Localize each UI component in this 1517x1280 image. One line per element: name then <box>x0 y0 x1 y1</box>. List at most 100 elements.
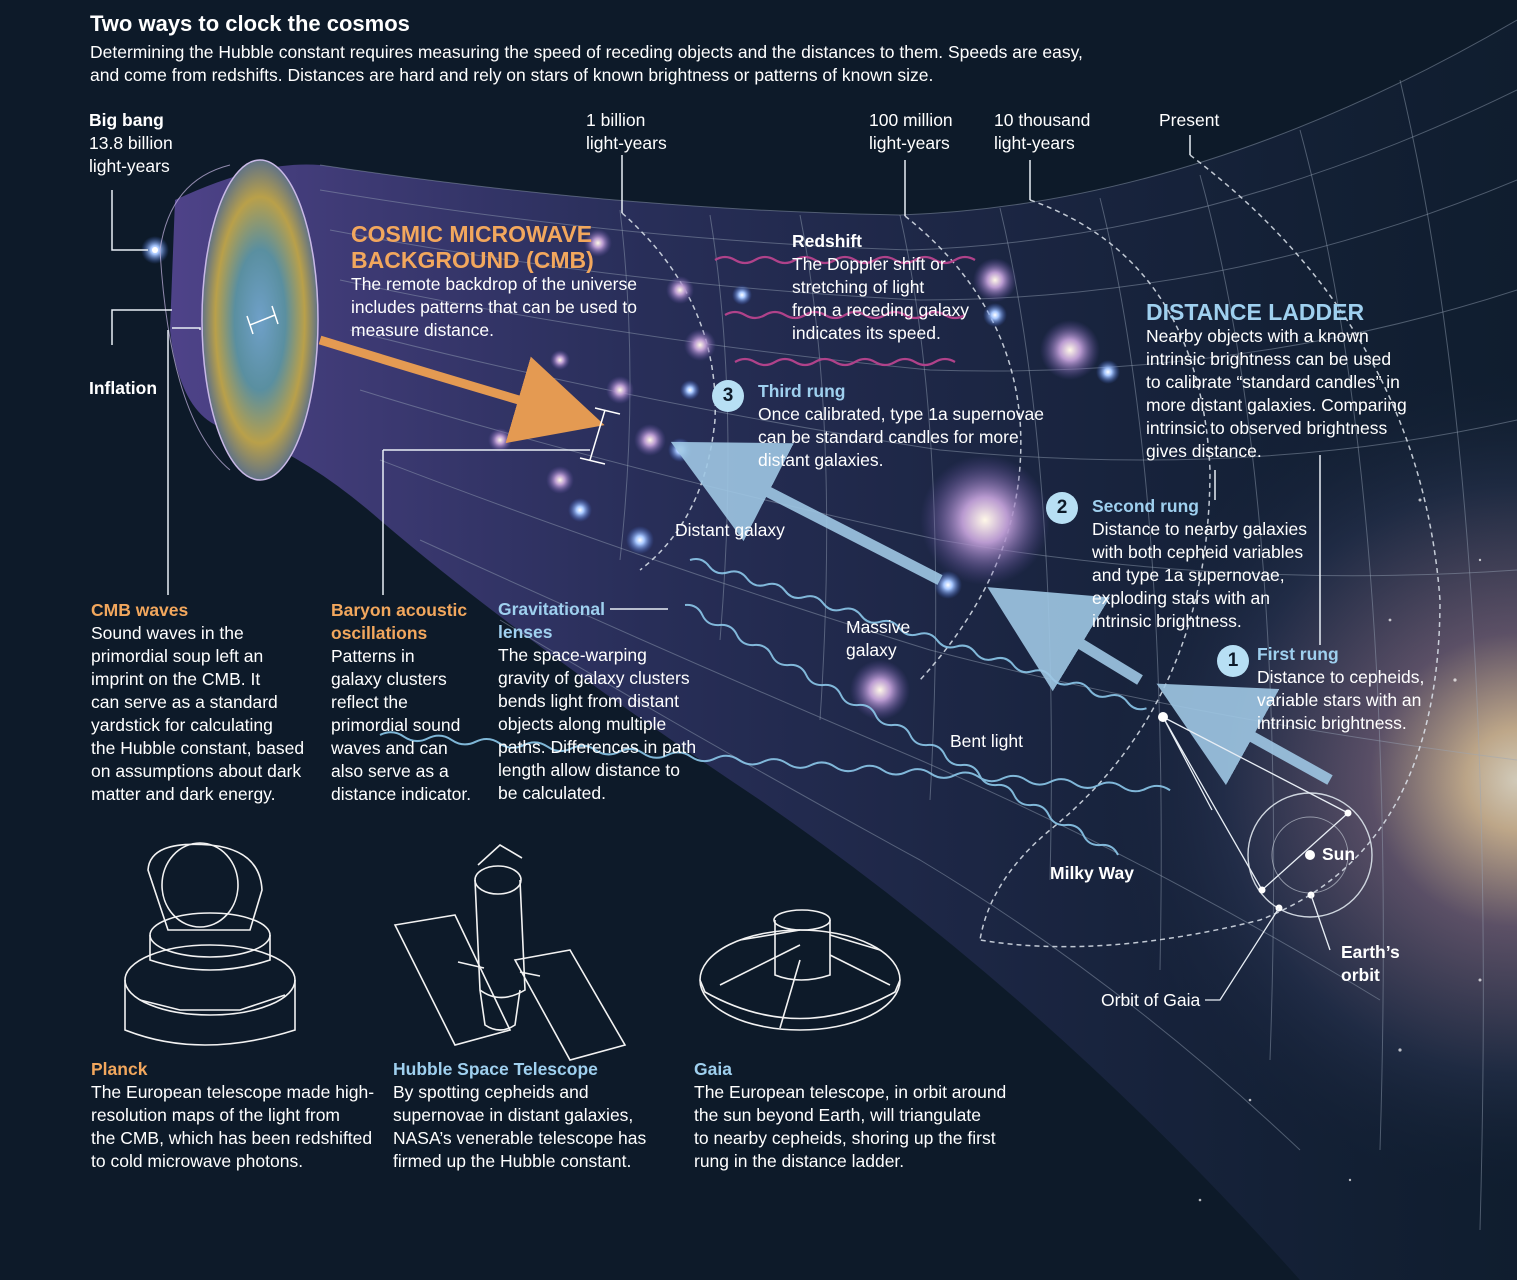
massive-galaxy-label: Massive galaxy <box>846 616 910 662</box>
redshift-section: Redshift The Doppler shift or stretching… <box>792 230 992 345</box>
rung-1-section: First rung Distance to cepheids, variabl… <box>1257 643 1457 735</box>
gaia-line: the sun beyond Earth, will triangulate <box>694 1105 981 1125</box>
milky-way-label: Milky Way <box>1050 863 1134 883</box>
lenses-line: bends light from distant <box>498 691 679 711</box>
rung-3-badge: 3 <box>712 380 744 412</box>
rung-1-title: First rung <box>1257 644 1339 664</box>
hubble-line: NASA’s venerable telescope has <box>393 1128 647 1148</box>
bao-title: oscillations <box>331 623 428 643</box>
rung-3-line: can be standard candles for more <box>758 427 1019 447</box>
rung-2-line: and type 1a supernovae, <box>1092 565 1285 585</box>
distant-galaxy-label: Distant galaxy <box>675 520 785 540</box>
gaia-orbit-label: Orbit of Gaia <box>1101 990 1201 1010</box>
distance-ladder-section: DISTANCE LADDER Nearby objects with a kn… <box>1146 299 1446 463</box>
cmb-waves-line: Sound waves in the <box>91 623 244 643</box>
hubble-line: supernovae in distant galaxies, <box>393 1105 634 1125</box>
redshift-desc-line: indicates its speed. <box>792 323 941 343</box>
rung-1-line: intrinsic brightness. <box>1257 713 1407 733</box>
hubble-line: By spotting cepheids and <box>393 1082 589 1102</box>
bao-line: galaxy clusters <box>331 669 447 689</box>
ladder-arrows <box>670 441 1333 786</box>
hubble-drawing <box>393 844 627 1061</box>
cmb-waves-line: primordial soup left an <box>91 646 264 666</box>
cmb-desc-line: The remote backdrop of the universe <box>351 274 637 294</box>
solar-system <box>1158 712 1373 1001</box>
cmb-desc-line: includes patterns that can be used to <box>351 297 638 317</box>
cmb-arrow <box>318 335 605 444</box>
planck-line: to cold microwave photons. <box>91 1151 304 1171</box>
bigbang-label: Big bang 13.8 billion light-years <box>89 109 173 178</box>
planck-line: resolution maps of the light from <box>91 1105 341 1125</box>
gaia-drawing <box>699 909 901 1031</box>
galaxy-field <box>141 229 1120 720</box>
rung-2-line: Distance to nearby galaxies <box>1092 519 1307 539</box>
lenses-line: paths. Differences in path <box>498 737 697 757</box>
earth-orbit-line: Earth’s <box>1341 942 1400 962</box>
rung-2-line: with both cepheid variables <box>1092 542 1304 562</box>
massive-galaxy-line: galaxy <box>846 640 897 660</box>
gaia-line: to nearby cepheids, shoring up the first <box>694 1128 996 1148</box>
rung-3-section: Third rung Once calibrated, type 1a supe… <box>758 380 1048 472</box>
cmb-title: COSMIC MICROWAVE <box>351 221 593 247</box>
hundred-million-label: 100 million light-years <box>869 109 953 155</box>
distance-ladder-line: intrinsic to observed brightness <box>1146 418 1388 438</box>
lenses-line: be calculated. <box>498 783 606 803</box>
earth-orbit-line: orbit <box>1341 965 1380 985</box>
gaia-line: rung in the distance ladder. <box>694 1151 905 1171</box>
rung-3-title: Third rung <box>758 381 846 401</box>
bigbang-line: light-years <box>89 156 170 176</box>
lenses-line: objects along multiple <box>498 714 667 734</box>
bao-line: Patterns in <box>331 646 415 666</box>
redshift-waves <box>714 255 976 367</box>
hundred-million-line: 100 million <box>869 110 953 130</box>
distance-ladder-line: more distant galaxies. Comparing <box>1146 395 1407 415</box>
hundred-million-line: light-years <box>869 133 950 153</box>
distance-ladder-line: gives distance. <box>1146 441 1262 461</box>
cmb-waves-section: CMB waves Sound waves in the primordial … <box>91 599 321 806</box>
cmb-desc-line: measure distance. <box>351 320 494 340</box>
rung-2-badge: 2 <box>1046 492 1078 524</box>
rung-1-line: variable stars with an <box>1257 690 1422 710</box>
redshift-desc-line: from a receding galaxy <box>792 300 970 320</box>
cmb-disc <box>159 159 319 481</box>
cmb-waves-line: yardstick for calculating <box>91 715 273 735</box>
rung-3-line: Once calibrated, type 1a supernovae <box>758 404 1045 424</box>
bao-line: distance indicator. <box>331 784 472 804</box>
cmb-waves-line: imprint on the CMB. It <box>91 669 261 689</box>
billion-label: 1 billion light-years <box>586 109 667 155</box>
star-dots <box>1198 498 1482 1202</box>
planck-title: Planck <box>91 1059 148 1079</box>
bao-line: also serve as a <box>331 761 449 781</box>
planck-drawing <box>124 842 296 1046</box>
page-title: Two ways to clock the cosmos <box>90 11 410 36</box>
distance-ladder-line: to calibrate “standard candles” in <box>1146 372 1400 392</box>
subtitle-line: and come from redshifts. Distances are h… <box>90 65 934 85</box>
cmb-waves-title: CMB waves <box>91 600 189 620</box>
rung-2-section: Second rung Distance to nearby galaxies … <box>1092 495 1332 633</box>
distance-ladder-title: DISTANCE LADDER <box>1146 299 1365 325</box>
cmb-waves-line: the Hubble constant, based <box>91 738 305 758</box>
gaia-title: Gaia <box>694 1059 732 1079</box>
bao-title: Baryon acoustic <box>331 600 468 620</box>
lenses-section: Gravitational lenses The space-warping g… <box>498 598 718 805</box>
earth-orbit-label: Earth’s orbit <box>1341 941 1400 987</box>
distance-ladder-line: intrinsic brightness can be used <box>1146 349 1392 369</box>
rung-1-line: Distance to cepheids, <box>1257 667 1425 687</box>
cmb-title: BACKGROUND (CMB) <box>351 247 594 273</box>
distance-ladder-line: Nearby objects with a known <box>1146 326 1369 346</box>
ten-thousand-label: 10 thousand light-years <box>994 109 1090 155</box>
bao-bracket <box>579 407 621 465</box>
bent-light-label: Bent light <box>950 731 1023 751</box>
rung-2-line: exploding stars with an <box>1092 588 1271 608</box>
gaia-line: The European telescope, in orbit around <box>694 1082 1007 1102</box>
page-subtitle: Determining the Hubble constant requires… <box>90 41 1190 87</box>
present-label: Present <box>1159 110 1220 130</box>
lenses-line: gravity of galaxy clusters <box>498 668 690 688</box>
billion-line: light-years <box>586 133 667 153</box>
rung-1-badge: 1 <box>1217 645 1249 677</box>
lenses-line: The space-warping <box>498 645 647 665</box>
ten-thousand-line: light-years <box>994 133 1075 153</box>
sun-label: Sun <box>1322 844 1356 864</box>
gaia-section: Gaia The European telescope, in orbit ar… <box>694 1058 1024 1173</box>
billion-line: 1 billion <box>586 110 646 130</box>
